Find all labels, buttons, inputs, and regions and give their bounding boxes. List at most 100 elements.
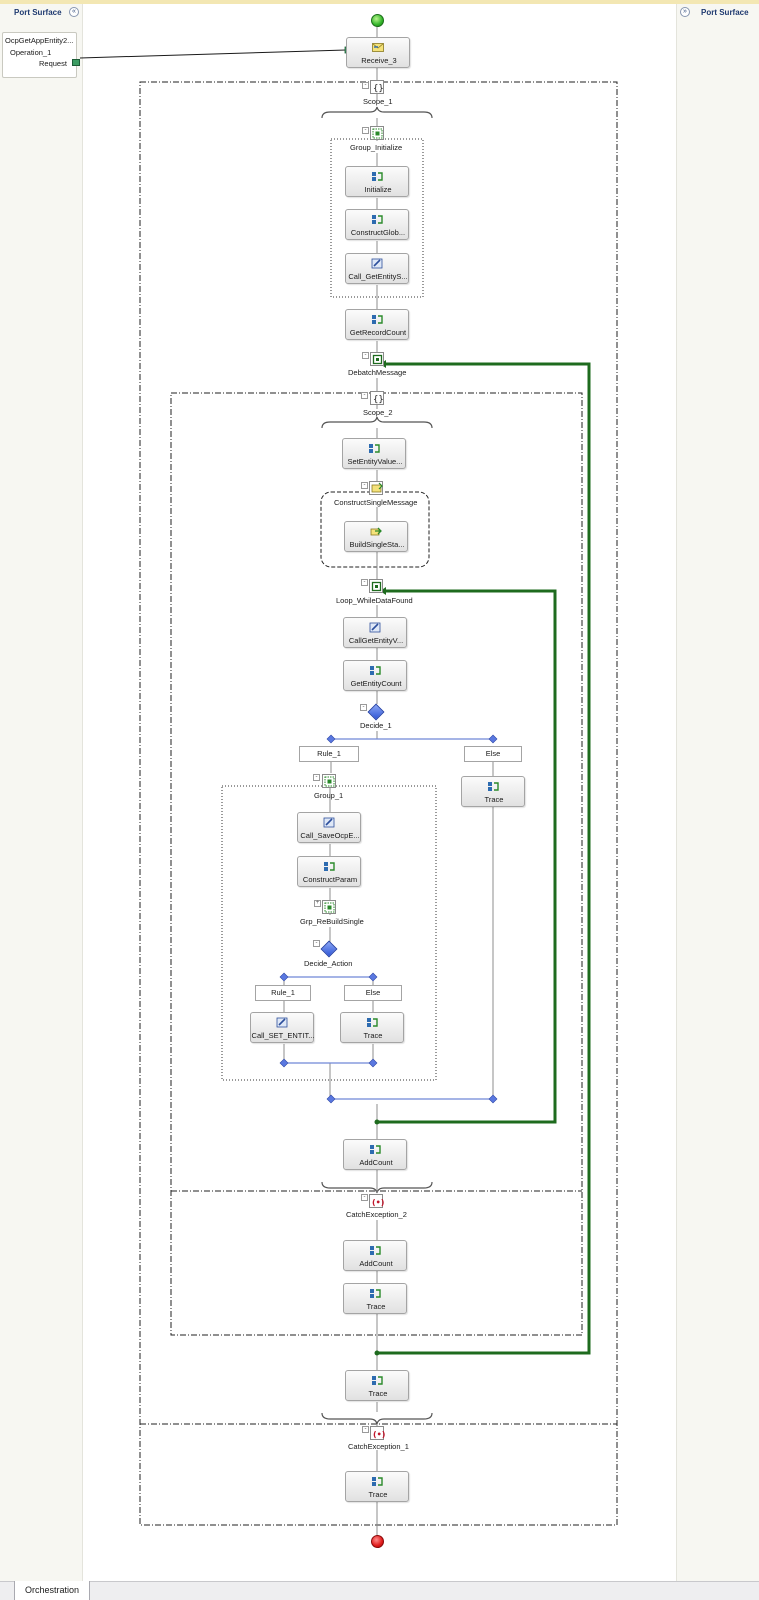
- tab-orchestration[interactable]: Orchestration: [14, 1581, 90, 1600]
- call-get-entity-v-label: CallGetEntityV...: [348, 636, 404, 645]
- trace-catch1-label: Trace: [368, 1490, 388, 1499]
- expression-icon: [372, 1477, 383, 1486]
- construct-single-collapse[interactable]: -: [361, 482, 368, 489]
- call-get-entity-s-label: Call_GetEntityS...: [348, 272, 408, 281]
- trace-after-loop-shape[interactable]: Trace: [345, 1370, 409, 1401]
- debatch-message-caption: DebatchMessage: [348, 368, 407, 377]
- decide-lines: [284, 738, 493, 1100]
- initialize-label: Initialize: [364, 185, 392, 194]
- group-icon[interactable]: [322, 900, 336, 914]
- decide-1-caption: Decide_1: [360, 721, 392, 730]
- call-get-entity-v-shape[interactable]: CallGetEntityV...: [343, 617, 407, 648]
- construct-param-shape[interactable]: ConstructParam: [297, 856, 361, 887]
- catch-1-collapse[interactable]: -: [362, 1426, 369, 1433]
- decide-1-else-branch[interactable]: Else: [464, 746, 522, 762]
- loop-icon[interactable]: [370, 352, 384, 366]
- construct-message-icon[interactable]: [369, 481, 383, 495]
- expression-icon: [367, 1018, 378, 1027]
- debatch-collapse[interactable]: -: [362, 352, 369, 359]
- expression-icon: [370, 666, 381, 675]
- call-orchestration-icon: [369, 622, 381, 633]
- loop-icon[interactable]: [369, 579, 383, 593]
- port-binding-line: [79, 49, 347, 59]
- decide-action-rule-branch[interactable]: Rule_1: [255, 985, 311, 1001]
- call-get-entity-s-shape[interactable]: Call_GetEntityS...: [345, 253, 409, 284]
- trace-else-decide1-shape[interactable]: Trace: [461, 776, 525, 807]
- call-orchestration-icon: [323, 817, 335, 828]
- scope-2-collapse[interactable]: -: [361, 392, 368, 399]
- start-shape[interactable]: [371, 14, 384, 27]
- scope-1-icon[interactable]: {}: [370, 80, 384, 94]
- svg-text:(•): (•): [372, 1198, 384, 1207]
- set-entity-value-shape[interactable]: SetEntityValue...: [342, 438, 406, 469]
- group-1-collapse[interactable]: -: [313, 774, 320, 781]
- group-icon[interactable]: [322, 774, 336, 788]
- svg-text:(•): (•): [373, 1430, 385, 1439]
- catch-2-collapse[interactable]: -: [361, 1194, 368, 1201]
- add-count-shape[interactable]: AddCount: [343, 1139, 407, 1170]
- expression-icon: [324, 862, 335, 871]
- end-shape[interactable]: [371, 1535, 384, 1548]
- initialize-shape[interactable]: Initialize: [345, 166, 409, 197]
- trace-else-decide1-label: Trace: [484, 795, 504, 804]
- call-set-entit-shape[interactable]: Call_SET_ENTIT...: [250, 1012, 314, 1043]
- scope-2-border: [170, 392, 583, 1336]
- port-connector-icon[interactable]: [72, 59, 80, 66]
- get-record-count-shape[interactable]: GetRecordCount: [345, 309, 409, 340]
- expression-icon: [372, 315, 383, 324]
- receive-label: Receive_3: [361, 56, 397, 65]
- catch-exception-icon[interactable]: (•): [369, 1194, 384, 1208]
- trace-catch1-shape[interactable]: Trace: [345, 1471, 409, 1502]
- group-initialize-collapse[interactable]: -: [362, 127, 369, 134]
- get-entity-count-shape[interactable]: GetEntityCount: [343, 660, 407, 691]
- expression-icon: [372, 172, 383, 181]
- expression-icon: [488, 782, 499, 791]
- group-icon[interactable]: [370, 126, 384, 140]
- build-single-sta-shape[interactable]: BuildSingleSta...: [344, 521, 408, 552]
- call-save-ocp-shape[interactable]: Call_SaveOcpE...: [297, 812, 361, 843]
- scope-2-brace: [321, 416, 433, 429]
- scope-2-icon[interactable]: {}: [370, 391, 384, 405]
- port-operation: Operation_1: [10, 48, 52, 57]
- grp-rebuild-expand[interactable]: +: [314, 900, 321, 907]
- scope-1-brace: [321, 106, 433, 119]
- svg-text:{}: {}: [373, 395, 384, 405]
- add-count-catch2-label: AddCount: [359, 1259, 393, 1268]
- catch-exception-icon[interactable]: (•): [370, 1426, 385, 1440]
- port-shape[interactable]: OcpGetAppEntity2... Operation_1 Request: [2, 32, 77, 78]
- call-orchestration-icon: [371, 258, 383, 269]
- trace-after-loop-label: Trace: [368, 1389, 388, 1398]
- loop-while-collapse[interactable]: -: [361, 579, 368, 586]
- port-surface-left: Port Surface « OcpGetAppEntity2... Opera…: [0, 4, 83, 1581]
- get-entity-count-label: GetEntityCount: [350, 679, 402, 688]
- port-name: OcpGetAppEntity2...: [5, 36, 74, 45]
- expression-icon: [372, 215, 383, 224]
- trace-else-action-shape[interactable]: Trace: [340, 1012, 404, 1043]
- expression-icon: [369, 444, 380, 453]
- decide-action-collapse[interactable]: -: [313, 940, 320, 947]
- catch-exception-1-caption: CatchException_1: [348, 1442, 409, 1451]
- receive-shape[interactable]: Receive_3: [346, 37, 410, 68]
- group-1-caption: Group_1: [314, 791, 344, 800]
- call-orchestration-icon: [276, 1017, 288, 1028]
- port-surface-right: » Port Surface: [676, 4, 759, 1581]
- call-save-ocp-label: Call_SaveOcpE...: [300, 831, 360, 840]
- decide-1-collapse[interactable]: -: [360, 704, 367, 711]
- scope-1-border: [139, 81, 618, 1526]
- trace-catch2-label: Trace: [366, 1302, 386, 1311]
- decide-action-else-branch[interactable]: Else: [344, 985, 402, 1001]
- decide-1-rule-branch[interactable]: Rule_1: [299, 746, 359, 762]
- add-count-catch2-shape[interactable]: AddCount: [343, 1240, 407, 1271]
- expand-right-icon[interactable]: »: [680, 7, 690, 17]
- set-entity-value-label: SetEntityValue...: [347, 457, 403, 466]
- construct-glob-shape[interactable]: ConstructGlob...: [345, 209, 409, 240]
- add-count-label: AddCount: [359, 1158, 393, 1167]
- scope-1-caption: Scope_1: [363, 97, 393, 106]
- call-set-entit-label: Call_SET_ENTIT...: [251, 1031, 315, 1040]
- collapse-left-icon[interactable]: «: [69, 7, 79, 17]
- group-initialize-caption: Group_Initialize: [350, 143, 403, 152]
- expression-icon: [370, 1145, 381, 1154]
- trace-catch2-shape[interactable]: Trace: [343, 1283, 407, 1314]
- scope-1-collapse[interactable]: -: [362, 82, 369, 89]
